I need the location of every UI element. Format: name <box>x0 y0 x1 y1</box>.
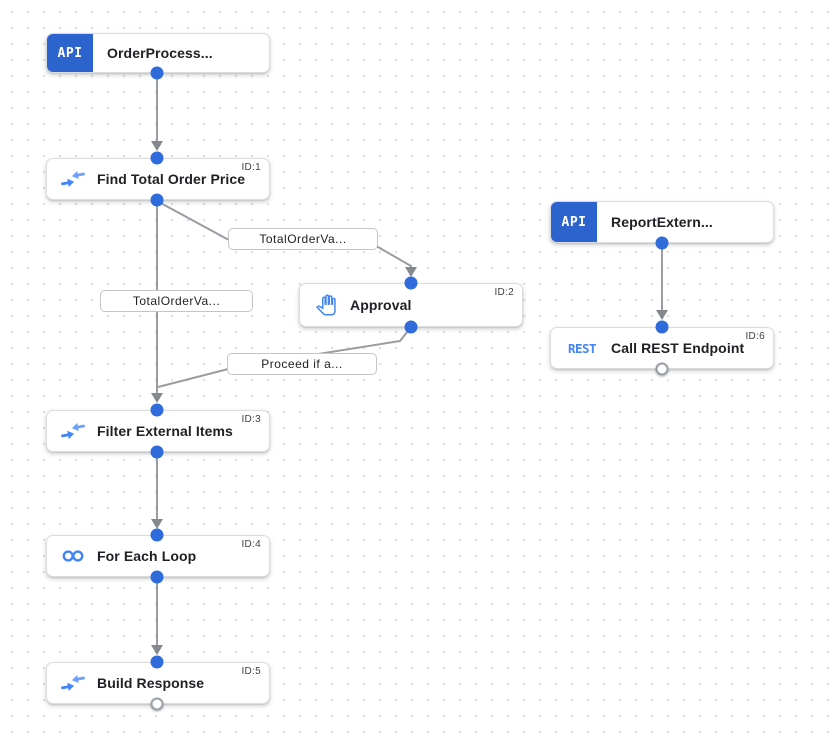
node-title: Call REST Endpoint <box>611 340 745 356</box>
connection-port-in[interactable] <box>655 320 669 334</box>
task-node-for-each-loop[interactable]: For Each Loop ID:4 <box>46 535 270 577</box>
edge-label-totalorderva-2[interactable]: TotalOrderVa... <box>100 290 253 312</box>
api-trigger-icon: API <box>47 34 93 72</box>
node-title: Filter External Items <box>97 423 233 439</box>
arrowhead-icon <box>405 267 417 277</box>
node-title: Find Total Order Price <box>97 171 246 187</box>
rest-icon: REST <box>567 340 597 356</box>
arrowhead-icon <box>151 519 163 529</box>
data-mapping-icon <box>60 167 86 191</box>
trigger-node-orderprocess[interactable]: API OrderProcess... <box>46 33 270 73</box>
node-title: Approval <box>350 297 412 313</box>
connection-port-in[interactable] <box>404 276 418 290</box>
connection-port-out[interactable] <box>150 193 164 207</box>
connection-port-out[interactable] <box>150 66 164 80</box>
connection-port-in[interactable] <box>150 151 164 165</box>
task-node-approval[interactable]: Approval ID:2 <box>299 283 523 327</box>
node-id-badge: ID:5 <box>241 666 261 677</box>
connection-port-in[interactable] <box>150 655 164 669</box>
edge-label-proceed-if[interactable]: Proceed if a... <box>227 353 377 375</box>
node-title: OrderProcess... <box>107 45 213 61</box>
connection-port-out[interactable] <box>404 320 418 334</box>
node-id-badge: ID:4 <box>241 539 261 550</box>
node-id-badge: ID:3 <box>241 414 261 425</box>
trigger-node-reportextern[interactable]: API ReportExtern... <box>550 201 774 243</box>
infinity-icon <box>60 544 86 568</box>
node-title: ReportExtern... <box>611 214 713 230</box>
task-node-build-response[interactable]: Build Response ID:5 <box>46 662 270 704</box>
connection-port-in[interactable] <box>150 403 164 417</box>
data-mapping-icon <box>60 671 86 695</box>
node-title: For Each Loop <box>97 548 197 564</box>
hand-icon <box>313 293 339 317</box>
arrowhead-icon <box>151 393 163 403</box>
arrowhead-icon <box>151 645 163 655</box>
data-mapping-icon <box>60 419 86 443</box>
connection-port-out[interactable] <box>150 445 164 459</box>
arrowhead-icon <box>656 310 668 320</box>
connection-port-empty[interactable] <box>655 362 669 376</box>
node-title: Build Response <box>97 675 205 691</box>
connection-port-out[interactable] <box>655 236 669 250</box>
edge-label-totalorderva-1[interactable]: TotalOrderVa... <box>228 228 378 250</box>
node-id-badge: ID:1 <box>241 162 261 173</box>
api-trigger-icon: API <box>551 202 597 242</box>
node-id-badge: ID:6 <box>745 331 765 342</box>
connection-port-out[interactable] <box>150 570 164 584</box>
node-id-badge: ID:2 <box>494 287 514 298</box>
connection-port-empty[interactable] <box>150 697 164 711</box>
arrowhead-icon <box>151 141 163 151</box>
connection-port-in[interactable] <box>150 528 164 542</box>
